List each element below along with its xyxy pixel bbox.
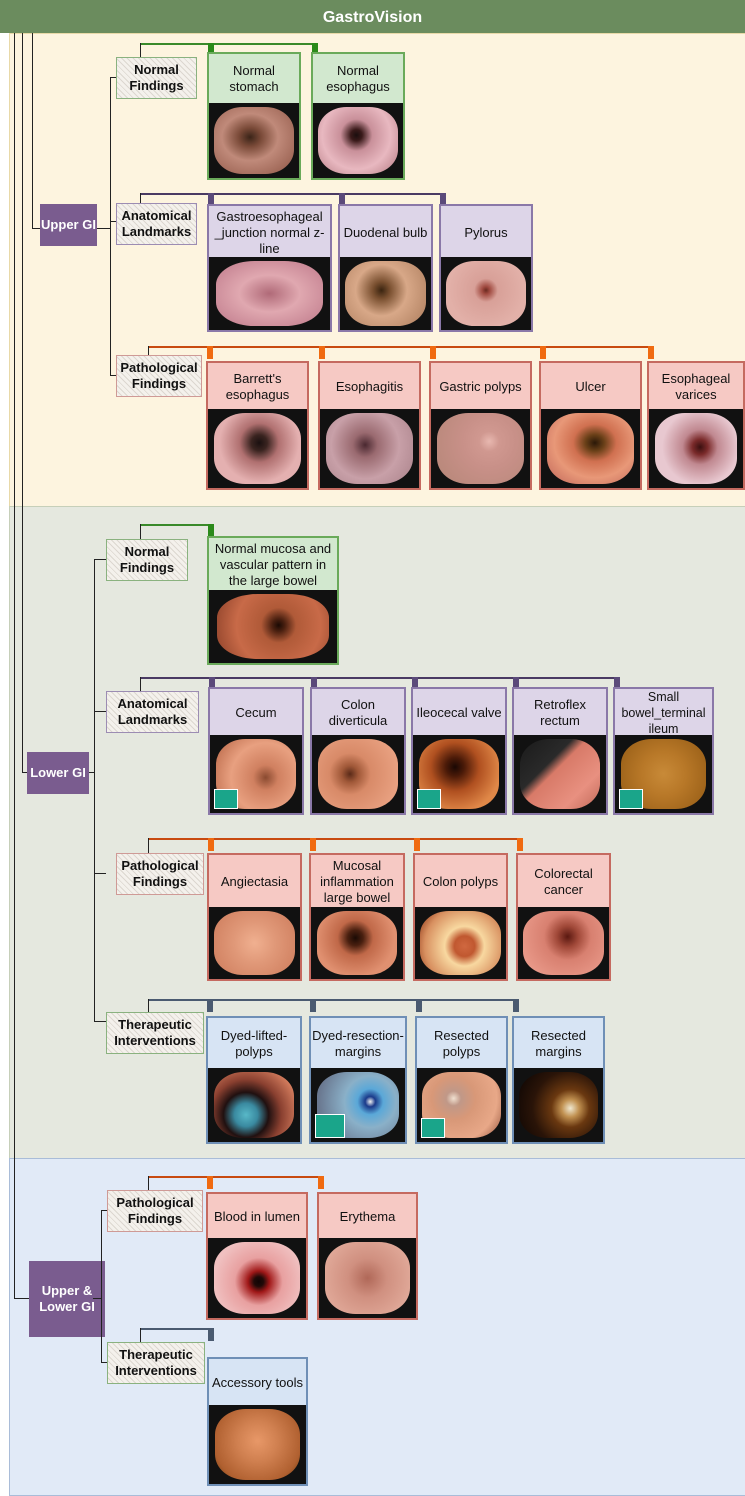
endoscopy-image	[514, 1068, 603, 1142]
endoscopy-image	[413, 735, 505, 813]
card-esophagitis: Esophagitis	[318, 361, 421, 490]
lower-normal-findings: Normal Findings	[106, 539, 188, 581]
trunk-line-upper-lower	[14, 33, 15, 1299]
endoscopy-image	[209, 103, 299, 178]
endoscopy-image	[312, 735, 404, 813]
endoscopy-image	[320, 409, 419, 488]
card-colon-polyps: Colon polyps	[413, 853, 508, 981]
card-angiectasia: Angiectasia	[207, 853, 302, 981]
lower-therapeutic-interventions: Therapeutic Interventions	[106, 1012, 204, 1054]
endoscopy-image	[313, 103, 403, 178]
endoscopy-image	[209, 1405, 306, 1484]
both-therapeutic-interventions: Therapeutic Interventions	[107, 1342, 205, 1384]
card-resected-polyps: Resected polyps	[415, 1016, 508, 1144]
both-pathological-findings: Pathological Findings	[107, 1190, 203, 1232]
region-lower-gi: Lower GI	[27, 752, 89, 794]
card-normal-esophagus: Normal esophagus	[311, 52, 405, 180]
card-small-bowel-terminal-ileum: Small bowel_terminal ileum	[613, 687, 714, 815]
overlay-marker	[619, 789, 643, 809]
upper-normal-findings: Normal Findings	[116, 57, 197, 99]
endoscopy-image	[415, 907, 506, 979]
card-dyed-resection-margins: Dyed-resection-margins	[309, 1016, 407, 1144]
diagram-title: GastroVision	[0, 0, 745, 33]
endoscopy-image	[615, 735, 712, 813]
card-gastroesophageal-junction: Gastroesophageal _junction normal z-line	[207, 204, 332, 332]
endoscopy-image	[209, 257, 330, 330]
endoscopy-image	[319, 1238, 416, 1318]
card-blood-in-lumen: Blood in lumen	[206, 1192, 308, 1320]
overlay-marker	[421, 1118, 445, 1138]
endoscopy-image	[649, 409, 743, 488]
region-upper-lower-gi: Upper & Lower GI	[29, 1261, 105, 1337]
lower-anatomical-landmarks: Anatomical Landmarks	[106, 691, 199, 733]
upper-pathological-findings: Pathological Findings	[116, 355, 202, 397]
trunk-line-lower	[22, 33, 23, 773]
card-dyed-lifted-polyps: Dyed-lifted-polyps	[206, 1016, 302, 1144]
endoscopy-image	[208, 1068, 300, 1142]
card-ileocecal-valve: Ileocecal valve	[411, 687, 507, 815]
endoscopy-image	[208, 1238, 306, 1318]
region-upper-gi: Upper GI	[40, 204, 97, 246]
card-pylorus: Pylorus	[439, 204, 533, 332]
endoscopy-image	[311, 1068, 405, 1142]
endoscopy-image	[431, 409, 530, 488]
lower-pathological-findings: Pathological Findings	[116, 853, 204, 895]
card-accessory-tools: Accessory tools	[207, 1357, 308, 1486]
card-normal-stomach: Normal stomach	[207, 52, 301, 180]
endoscopy-image	[514, 735, 606, 813]
endoscopy-image	[209, 907, 300, 979]
card-erythema: Erythema	[317, 1192, 418, 1320]
endoscopy-image	[541, 409, 640, 488]
overlay-marker	[417, 789, 441, 809]
upper-anatomical-landmarks: Anatomical Landmarks	[116, 203, 197, 245]
endoscopy-image	[417, 1068, 506, 1142]
endoscopy-image	[441, 257, 531, 330]
endoscopy-image	[208, 409, 307, 488]
endoscopy-image	[340, 257, 431, 330]
card-retroflex-rectum: Retroflex rectum	[512, 687, 608, 815]
trunk-line-upper	[32, 33, 33, 229]
card-colon-diverticula: Colon diverticula	[310, 687, 406, 815]
endoscopy-image	[518, 907, 609, 979]
card-normal-mucosa: Normal mucosa and vascular pattern in th…	[207, 536, 339, 665]
card-duodenal-bulb: Duodenal bulb	[338, 204, 433, 332]
card-gastric-polyps: Gastric polyps	[429, 361, 532, 490]
card-resected-margins: Resected margins	[512, 1016, 605, 1144]
endoscopy-image	[311, 907, 403, 979]
endoscopy-image	[209, 590, 337, 663]
overlay-marker	[214, 789, 238, 809]
endoscopy-image	[210, 735, 302, 813]
card-cecum: Cecum	[208, 687, 304, 815]
card-barretts-esophagus: Barrett's esophagus	[206, 361, 309, 490]
card-esophageal-varices: Esophageal varices	[647, 361, 745, 490]
card-mucosal-inflammation: Mucosal inflammation large bowel	[309, 853, 405, 981]
card-colorectal-cancer: Colorectal cancer	[516, 853, 611, 981]
card-ulcer: Ulcer	[539, 361, 642, 490]
overlay-marker	[315, 1114, 345, 1138]
